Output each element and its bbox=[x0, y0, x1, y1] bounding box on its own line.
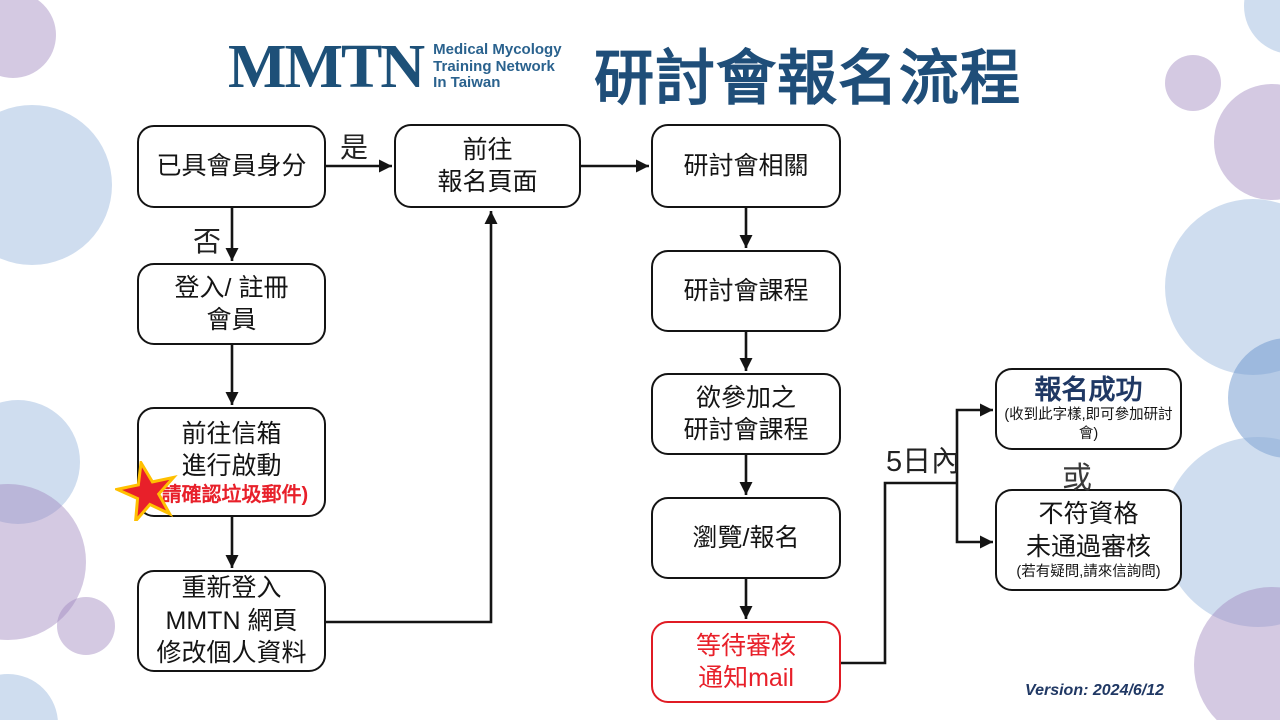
box-text: 等待審核 bbox=[695, 631, 796, 660]
flow-box-browse-register: 瀏覽/報名 bbox=[651, 497, 841, 579]
flow-box-seminar-related: 研討會相關 bbox=[651, 124, 841, 208]
box-text: 會員 bbox=[206, 306, 257, 334]
box-text: 研討會課程 bbox=[683, 416, 809, 444]
box-note: (若有疑問,請來信詢問) bbox=[1016, 564, 1161, 581]
flow-box-rejected: 不符資格 未通過審核 (若有疑問,請來信詢問) bbox=[995, 489, 1182, 591]
flow-box-seminar-course: 研討會課程 bbox=[651, 250, 841, 332]
box-text: 欲參加之 bbox=[695, 383, 796, 412]
box-text: 不符資格 bbox=[1038, 500, 1139, 529]
box-text: 修改個人資料 bbox=[156, 639, 307, 668]
logo-subtitle-line: Training Network bbox=[433, 57, 555, 75]
flow-box-desired-course: 欲參加之 研討會課程 bbox=[651, 373, 841, 455]
box-text: 重新登入 bbox=[181, 574, 282, 603]
version-text: Version: 2024/6/12 bbox=[1025, 682, 1165, 699]
box-warning-note: (請確認垃圾郵件) bbox=[154, 483, 309, 506]
logo-subtitle-line: In Taiwan bbox=[433, 74, 501, 92]
logo-acronym: MMTN bbox=[228, 33, 425, 101]
edge-label-within-days: 5日內 bbox=[886, 446, 961, 478]
line-wait-to-junction bbox=[838, 481, 957, 665]
flow-box-goto-registration: 前往 報名頁面 bbox=[394, 124, 581, 208]
bg-circle bbox=[1165, 55, 1221, 111]
box-text: MMTN 網頁 bbox=[165, 606, 298, 635]
box-text: 已具會員身分 bbox=[156, 152, 307, 181]
box-text: 瀏覽/報名 bbox=[692, 523, 800, 552]
box-text: 通知mail bbox=[698, 664, 794, 692]
mmtn-logo: MMTN Medical Mycology Training Network I… bbox=[228, 36, 562, 98]
box-text: 登入/ 註冊 bbox=[174, 273, 289, 302]
flow-box-relogin: 重新登入 MMTN 網頁 修改個人資料 bbox=[137, 570, 326, 672]
arrow-relogin-to-registration bbox=[326, 211, 498, 624]
box-text: 進行啟動 bbox=[181, 452, 282, 480]
bg-circle bbox=[57, 597, 115, 655]
edge-label-yes: 是 bbox=[340, 132, 369, 163]
flow-box-login-register: 登入/ 註冊 會員 bbox=[137, 263, 326, 345]
box-text: 前往 bbox=[462, 135, 513, 164]
star-icon bbox=[115, 461, 178, 521]
logo-subtitle-line: Medical Mycology bbox=[433, 40, 562, 58]
logo-subtitle: Medical Mycology Training Network In Tai… bbox=[433, 40, 562, 93]
edge-label-or: 或 bbox=[1062, 462, 1092, 495]
box-text: 研討會相關 bbox=[683, 151, 809, 180]
flow-box-wait-review: 等待審核 通知mail bbox=[651, 621, 841, 703]
page-title: 研討會報名流程 bbox=[594, 45, 1021, 112]
arrow-junction-to-rejected bbox=[955, 483, 993, 549]
box-text: 前往信箱 bbox=[181, 419, 282, 448]
box-text: 報名成功 bbox=[1034, 375, 1143, 406]
box-text: 未通過審核 bbox=[1025, 532, 1151, 561]
flow-box-success: 報名成功 (收到此字樣,即可參加研討會) bbox=[995, 368, 1182, 450]
box-note: (收到此字樣,即可參加研討會) bbox=[1004, 407, 1173, 442]
edge-label-no: 否 bbox=[193, 226, 222, 257]
arrow-junction-to-success bbox=[955, 403, 993, 483]
flow-box-activate-mailbox: 前往信箱 進行啟動 (請確認垃圾郵件) bbox=[137, 407, 326, 517]
box-text: 研討會課程 bbox=[683, 276, 809, 305]
box-text: 報名頁面 bbox=[437, 168, 538, 196]
flow-box-member: 已具會員身分 bbox=[137, 125, 326, 208]
